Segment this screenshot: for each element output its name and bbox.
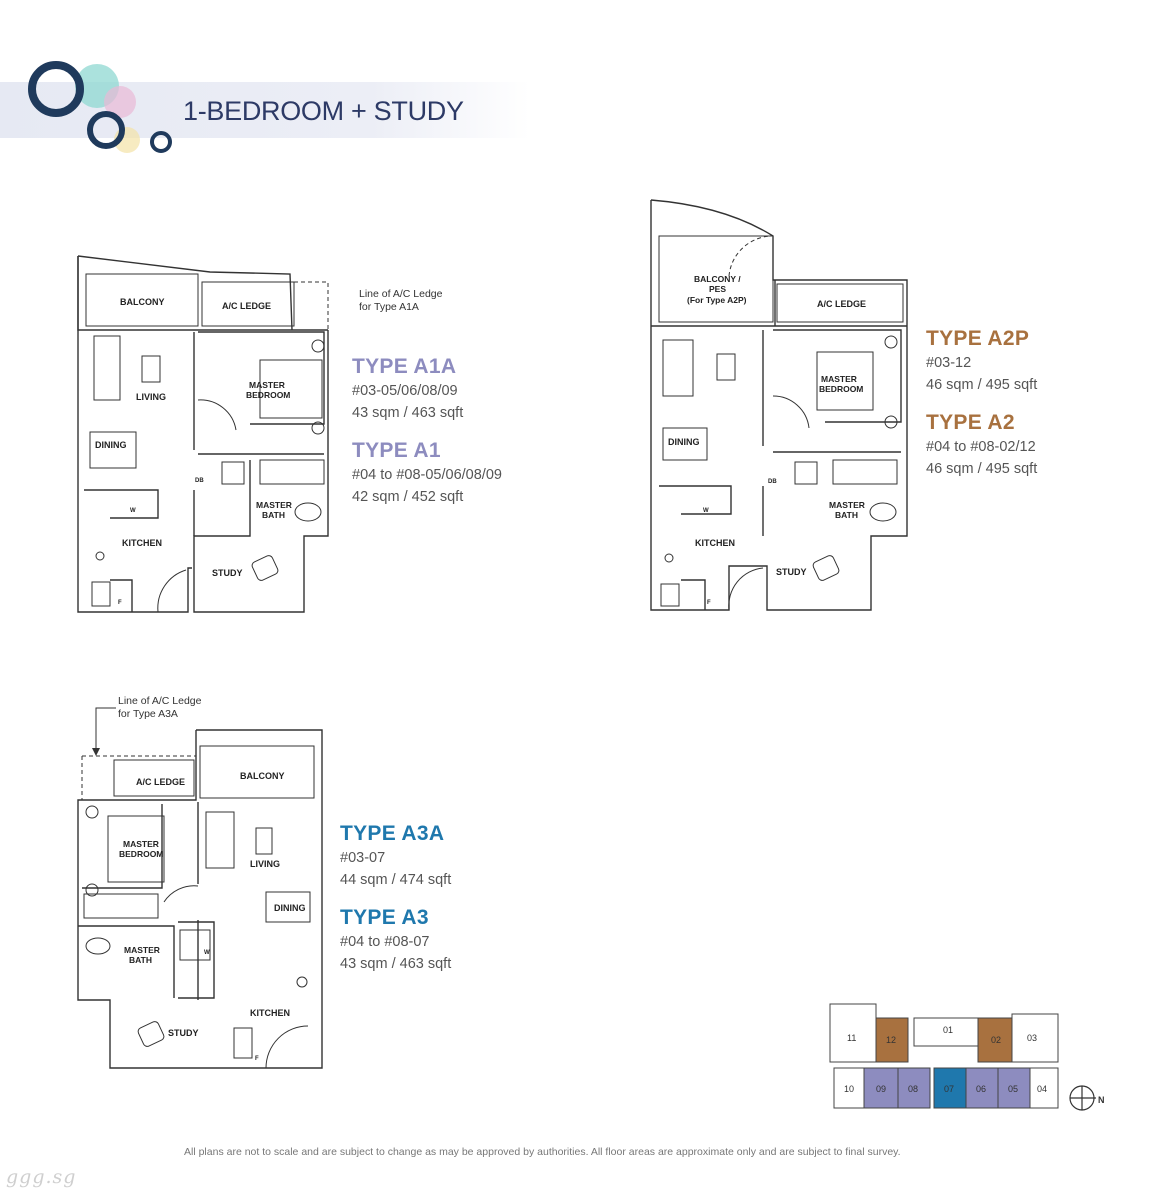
unit-area: 43 sqm / 463 sqft (352, 405, 464, 421)
ac-ledge-note-a1a: Line of A/C Ledge for Type A1A (359, 288, 442, 314)
room-label: STUDY (168, 1028, 199, 1038)
keyplan-unit-label: 06 (976, 1084, 986, 1094)
room-label: BEDROOM (246, 390, 290, 400)
room-label: W (204, 950, 210, 956)
north-label: N (1098, 1095, 1105, 1105)
room-label: LIVING (250, 859, 280, 869)
ledge-note-line: Line of A/C Ledge (359, 288, 443, 300)
ac-ledge-note-a3a: Line of A/C Ledge for Type A3A (118, 695, 201, 721)
type-title: TYPE A1A (352, 355, 457, 378)
type-title: TYPE A2 (926, 411, 1015, 434)
unit-numbers: #03-05/06/08/09 (352, 383, 458, 399)
room-label: A/C LEDGE (817, 299, 866, 309)
type-title: TYPE A2P (926, 327, 1030, 350)
keyplan-unit-label: 08 (908, 1084, 918, 1094)
room-label: DINING (274, 903, 306, 913)
room-label: KITCHEN (122, 538, 162, 548)
room-label: BATH (129, 955, 152, 965)
unit-area: 44 sqm / 474 sqft (340, 872, 452, 888)
room-label: MASTER (123, 839, 159, 849)
room-label: BATH (262, 510, 285, 520)
room-label: A/C LEDGE (136, 777, 185, 787)
room-label: BEDROOM (119, 849, 163, 859)
room-label: MASTER (249, 380, 285, 390)
room-label: F (707, 600, 711, 606)
room-label: LIVING (136, 392, 166, 402)
room-label: BALCONY (120, 297, 165, 307)
unit-area: 42 sqm / 452 sqft (352, 489, 464, 505)
keyplan-unit-label: 01 (943, 1025, 953, 1035)
unit-numbers: #04 to #08-05/06/08/09 (352, 467, 502, 483)
room-label: MASTER (821, 374, 857, 384)
keyplan-unit-label: 02 (991, 1035, 1001, 1045)
room-label: DB (768, 479, 777, 485)
ledge-note-line: for Type A1A (359, 301, 419, 313)
room-label: PES (709, 284, 726, 294)
unit-numbers: #03-12 (926, 355, 972, 371)
keyplan-unit-label: 11 (847, 1033, 856, 1043)
room-label: MASTER (256, 500, 292, 510)
keyplan-unit-label: 04 (1037, 1084, 1047, 1094)
room-label: BEDROOM (819, 384, 863, 394)
room-label: MASTER (829, 500, 865, 510)
type-info-a3: TYPE A3A #03-07 44 sqm / 474 sqft TYPE A… (340, 821, 451, 975)
room-label: STUDY (776, 567, 807, 577)
key-plan: 11 12 01 02 03 10 09 08 07 06 05 04 N (826, 1000, 1126, 1120)
disclaimer: All plans are not to scale and are subje… (184, 1146, 901, 1158)
room-label: W (703, 508, 709, 514)
keyplan-unit-label: 12 (886, 1035, 896, 1045)
ledge-note-line: for Type A3A (118, 708, 178, 720)
decorative-circles (28, 61, 172, 153)
room-label: DB (195, 478, 204, 484)
ledge-pointer-arrow (92, 707, 116, 756)
keyplan-unit-label: 03 (1027, 1033, 1037, 1043)
room-label: KITCHEN (250, 1008, 290, 1018)
keyplan-unit-label: 05 (1008, 1084, 1018, 1094)
keyplan-unit-label: 09 (876, 1084, 886, 1094)
room-label: A/C LEDGE (222, 301, 271, 311)
page-title: 1-BEDROOM + STUDY (183, 96, 464, 126)
floor-plan-a3: A/C LEDGE BALCONY LIVING MASTER BEDROOM … (74, 726, 330, 1074)
room-label: DINING (95, 440, 127, 450)
type-info-a1: TYPE A1A #03-05/06/08/09 43 sqm / 463 sq… (352, 354, 502, 508)
keyplan-unit-label: 10 (844, 1084, 854, 1094)
north-arrow-icon (1069, 1085, 1096, 1111)
watermark: ggg.sg (6, 1166, 77, 1188)
unit-numbers: #03-07 (340, 850, 386, 866)
room-label: BALCONY / (694, 274, 741, 284)
room-label: F (255, 1056, 259, 1062)
unit-numbers: #04 to #08-07 (340, 934, 430, 950)
unit-area: 46 sqm / 495 sqft (926, 377, 1038, 393)
unit-area: 46 sqm / 495 sqft (926, 461, 1038, 477)
unit-numbers: #04 to #08-02/12 (926, 439, 1036, 455)
keyplan-unit-label: 07 (944, 1084, 954, 1094)
room-label: W (130, 508, 136, 514)
room-label: BALCONY (240, 771, 285, 781)
ledge-note-line: Line of A/C Ledge (118, 695, 202, 707)
unit-area: 43 sqm / 463 sqft (340, 956, 452, 972)
room-label: F (118, 600, 122, 606)
room-label: MASTER (124, 945, 160, 955)
room-label: STUDY (212, 568, 243, 578)
type-title: TYPE A1 (352, 439, 441, 462)
room-label: DINING (668, 437, 700, 447)
room-label: BATH (835, 510, 858, 520)
floor-plan-a2: BALCONY / PES (For Type A2P) A/C LEDGE M… (645, 196, 915, 616)
type-title: TYPE A3A (340, 822, 445, 845)
type-info-a2: TYPE A2P #03-12 46 sqm / 495 sqft TYPE A… (926, 326, 1037, 480)
type-title: TYPE A3 (340, 906, 429, 929)
room-label: KITCHEN (695, 538, 735, 548)
room-label: (For Type A2P) (687, 295, 747, 305)
floor-plan-a1: BALCONY A/C LEDGE LIVING MASTER BEDROOM … (70, 250, 340, 618)
